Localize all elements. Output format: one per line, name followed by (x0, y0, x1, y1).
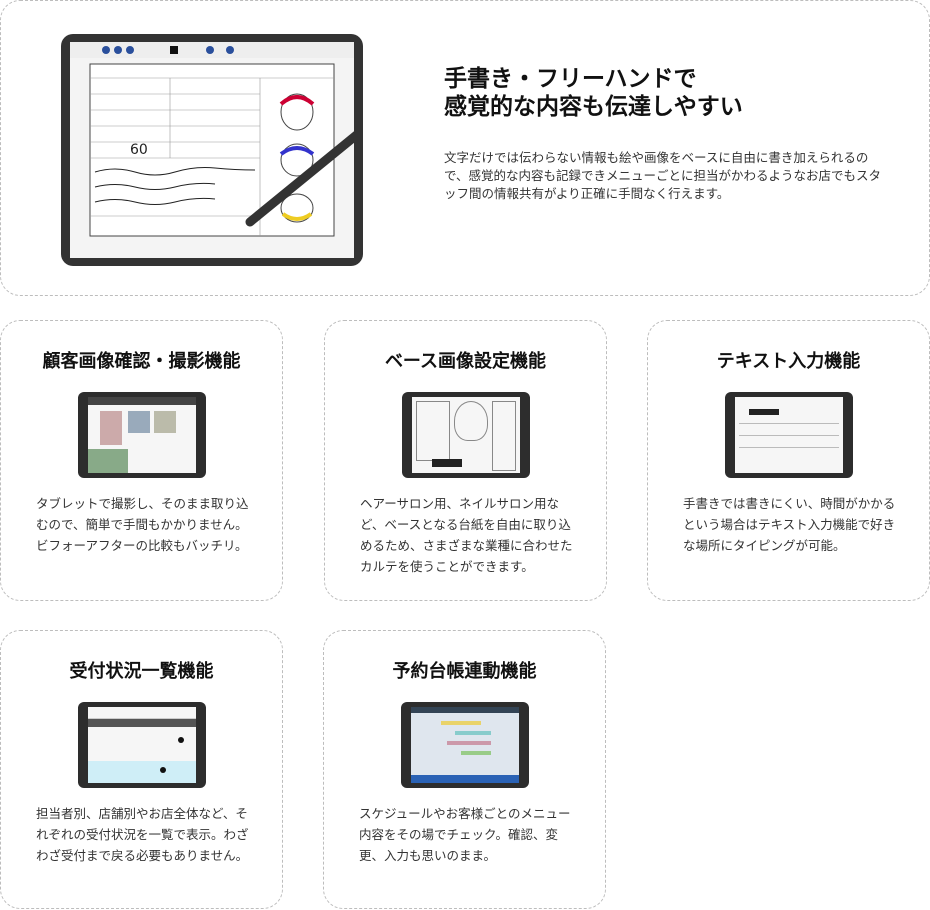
feature-title: 受付状況一覧機能 (69, 661, 214, 682)
feature-title: ベース画像設定機能 (384, 351, 547, 372)
feature-description: 手書きでは書きにくい、時間がかかるという場合はテキスト入力機能で好きな場所にタイ… (683, 496, 896, 553)
feature-description: ヘアーサロン用、ネイルサロン用など、ベースとなる台紙を自由に取り込めるため、さま… (360, 496, 573, 574)
tablet-text-input-screenshot (724, 392, 853, 478)
feature-title: 予約台帳連動機能 (392, 661, 537, 682)
tablet-base-image-screenshot (401, 392, 530, 478)
handwritten-karte-illustration: 60 (70, 42, 397, 237)
feature-title: 顧客画像確認・撮影機能 (42, 351, 241, 372)
feature-card-text-input: テキスト入力機能 手書きでは書きにくい、時間がかかるという場合はテキスト入力機能… (647, 320, 930, 601)
tablet-handwriting-image: 60 (61, 34, 397, 266)
feature-description: タブレットで撮影し、そのまま取り込むので、簡単で手間もかかりません。ビフォーアフ… (36, 496, 249, 553)
feature-title: テキスト入力機能 (716, 351, 861, 372)
feature-card-base-image: ベース画像設定機能 ヘアーサロン用、ネイルサロン用など、ベースとなる台紙を自由に… (324, 320, 607, 601)
svg-text:60: 60 (130, 142, 148, 158)
feature-card-reception-status: 受付状況一覧機能 担当者別、店舗別やお店全体など、それぞれの受付状況を一覧で表示… (0, 630, 283, 909)
tablet-photo-screenshot (77, 392, 206, 478)
hero-card: 60 手書き・フリーハンドで 感覚的な内容も伝達しやすい 文字だけでは伝わらない… (0, 0, 930, 296)
feature-description: スケジュールやお客様ごとのメニュー内容をその場でチェック。確認、変更、入力も思い… (359, 806, 571, 863)
hero-title: 手書き・フリーハンドで 感覚的な内容も伝達しやすい (444, 66, 743, 120)
feature-card-reservation-link: 予約台帳連動機能 スケジュールやお客様ごとのメニュー内容をその場でチェック。確認… (323, 630, 606, 909)
feature-card-customer-image: 顧客画像確認・撮影機能 タブレットで撮影し、そのまま取り込むので、簡単で手間もか… (0, 320, 283, 601)
tablet-reservation-ledger-screenshot (400, 702, 529, 788)
hero-description: 文字だけでは伝わらない情報も絵や画像をベースに自由に書き加えられるので、感覚的な… (444, 150, 882, 201)
tablet-reception-list-screenshot (77, 702, 206, 788)
feature-description: 担当者別、店舗別やお店全体など、それぞれの受付状況を一覧で表示。わざわざ受付まで… (36, 806, 249, 863)
